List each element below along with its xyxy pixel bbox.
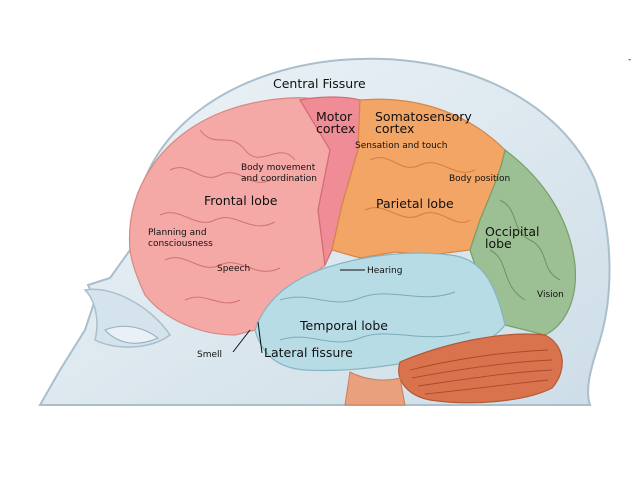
label-sensation-touch: Sensation and touch [355, 141, 447, 151]
temporal-gyri-lines [279, 291, 471, 343]
label-planning-line2: consciousness [148, 239, 213, 249]
temporal-lobe-region [254, 252, 506, 372]
lateral-fissure-leader-line [257, 321, 263, 354]
label-occipital-line2: lobe [485, 236, 512, 251]
parietal-gyri-lines [364, 157, 476, 223]
label-occipital-line1: Occipital [485, 224, 540, 239]
label-somatosensory-line2: cortex [375, 121, 414, 136]
label-smell: Smell [197, 350, 222, 360]
label-somatosensory-line1: Somatosensory [375, 109, 472, 124]
cerebellum-folds [409, 349, 553, 395]
eye [104, 325, 159, 344]
corner-mark: - [628, 55, 631, 65]
label-temporal-lobe: Temporal lobe [299, 318, 388, 333]
label-hearing: Hearing [367, 266, 402, 276]
smell-leader-line [232, 329, 251, 353]
label-motor-cortex-line1: Motor [316, 109, 353, 124]
gyri-lines [159, 129, 296, 304]
occipital-lobe-region [469, 148, 577, 336]
motor-cortex-region [299, 96, 361, 268]
label-body-movement-line2: and coordination [241, 174, 317, 184]
label-body-movement-line1: Body movement [241, 163, 316, 173]
label-body-position: Body position [449, 174, 510, 184]
label-vision: Vision [537, 290, 564, 300]
label-speech: Speech [217, 264, 250, 274]
label-motor-cortex-line2: cortex [316, 121, 355, 136]
label-planning-line1: Planning and [148, 228, 207, 238]
occipital-gyri-lines [489, 199, 561, 301]
label-frontal-lobe: Frontal lobe [204, 193, 278, 208]
brain-stem [344, 371, 406, 406]
label-parietal-lobe: Parietal lobe [376, 196, 454, 211]
label-central-fissure: Central Fissure [273, 76, 366, 91]
label-lateral-fissure: Lateral fissure [264, 345, 353, 360]
